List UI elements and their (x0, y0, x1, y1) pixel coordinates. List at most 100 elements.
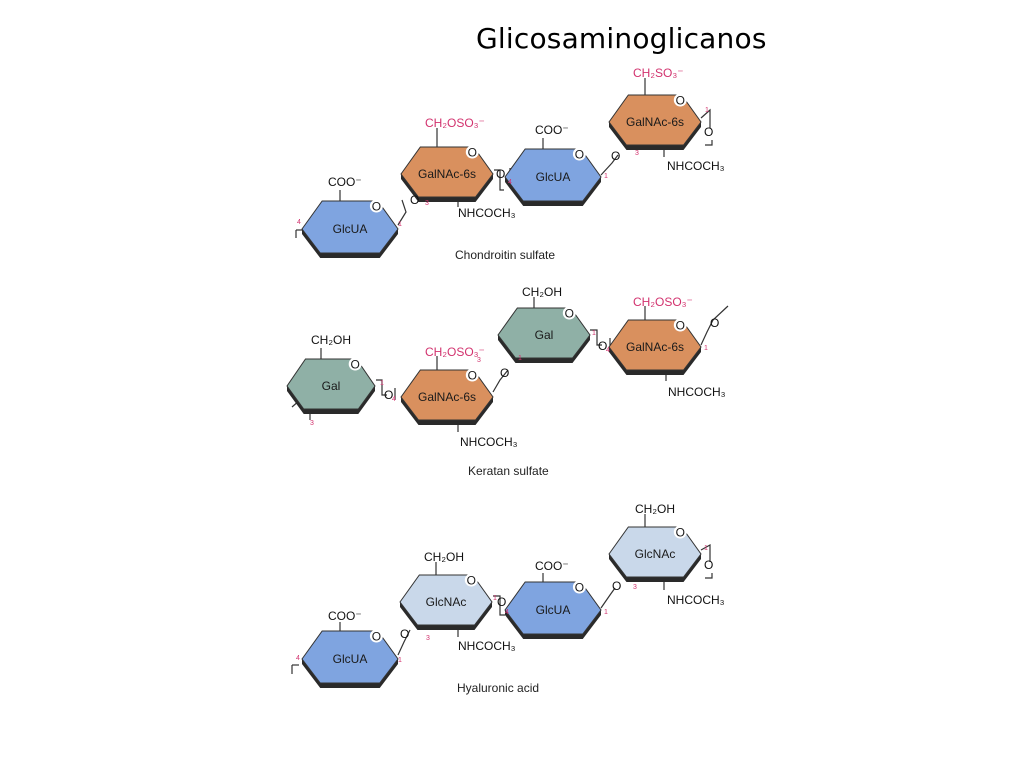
position-1: 1 (398, 221, 402, 228)
ring-oxygen-bg (348, 357, 362, 371)
bond-line (700, 108, 711, 128)
position-1: 1 (705, 107, 709, 114)
ring-oxygen: O (372, 630, 381, 644)
position-1: 1 (493, 595, 497, 602)
slide-title: Glicosaminoglicanos (476, 22, 767, 55)
ring-oxygen: O (372, 200, 381, 214)
ring-oxygen-bg (673, 525, 687, 539)
position-1: 1 (518, 355, 522, 362)
ring-face (301, 200, 399, 254)
bond-line (376, 379, 387, 396)
sugar-label: GlcNAc (426, 595, 467, 609)
position-1: 1 (592, 330, 596, 337)
bond-line (600, 154, 619, 176)
coo-label: COO⁻ (328, 609, 362, 623)
sugar-label: GalNAc-6s (418, 390, 476, 404)
position-1: 1 (704, 345, 708, 352)
glycosidic-oxygen: O (704, 558, 713, 572)
ring-glcua-c1: O GlcUA (301, 199, 399, 258)
glycosidic-oxygen: O (710, 316, 719, 330)
ring-face (608, 319, 702, 371)
caption-keratan: Keratan sulfate (468, 464, 549, 478)
position-4: 4 (505, 609, 509, 616)
position-3: 3 (426, 635, 430, 642)
position-1: 1 (604, 173, 608, 180)
glycosidic-oxygen: O (612, 579, 621, 593)
nhcoch3-label: NHCOCH₃ (460, 435, 518, 449)
ch2oh-label: CH₂OH (635, 502, 675, 516)
bond-line (397, 629, 411, 656)
sugar-label: GalNAc-6s (626, 115, 684, 129)
position-1: 1 (604, 609, 608, 616)
coo-label: COO⁻ (328, 175, 362, 189)
sugar-label: GlcUA (333, 652, 368, 666)
position-4: 4 (297, 219, 301, 226)
position-3: 3 (633, 584, 637, 591)
position-4: 4 (296, 655, 300, 662)
ring-oxygen: O (676, 319, 685, 333)
ring-oxygen-bg (465, 145, 479, 159)
ring-oxygen: O (676, 94, 685, 108)
position-4: 4 (508, 179, 512, 186)
ring-face (399, 574, 493, 626)
ring-oxygen: O (468, 369, 477, 383)
ring-oxygen-bg (572, 147, 586, 161)
bond-line (600, 587, 616, 609)
ring-face (504, 581, 602, 635)
position-1: 1 (704, 545, 708, 552)
nhcoch3-label: NHCOCH₃ (668, 385, 726, 399)
position-3: 3 (310, 420, 314, 427)
glycosidic-oxygen: O (500, 366, 509, 380)
ring-face (608, 94, 702, 146)
ring-glcua-h3: O GlcUA (504, 580, 602, 639)
sugar-label: GlcUA (536, 170, 571, 184)
ring-oxygen-bg (572, 580, 586, 594)
sugar-label: GalNAc-6s (418, 167, 476, 181)
ring-face (504, 148, 602, 202)
ring-oxygen-bg (464, 573, 478, 587)
caption-chondroitin: Chondroitin sulfate (455, 248, 555, 262)
ring-oxygen-bg (369, 629, 383, 643)
ring-gal-k3: O Gal (497, 306, 591, 363)
ch2oso3-label: CH₂OSO₃⁻ (425, 345, 485, 359)
glycosidic-oxygen: O (400, 627, 409, 641)
sugar-label: GlcNAc (635, 547, 676, 561)
ch2oh-label: CH₂OH (522, 285, 562, 299)
ring-galnac-k2: O GalNAc-6s (400, 368, 494, 425)
position-3: 3 (477, 357, 481, 364)
glycosidic-oxygen: O (496, 167, 505, 181)
ring-glcua-h1: O GlcUA (301, 629, 399, 688)
ch2oso3-label: CH₂OSO₃⁻ (633, 295, 693, 309)
position-4: 4 (392, 396, 396, 403)
ring-face (497, 307, 591, 359)
glycosidic-oxygen: O (410, 193, 419, 207)
nhcoch3-label: NHCOCH₃ (667, 593, 725, 607)
nhcoch3-label: NHCOCH₃ (458, 206, 516, 220)
bond-line (700, 543, 711, 562)
ring-oxygen: O (468, 146, 477, 160)
sugar-label: Gal (535, 328, 554, 342)
ring-oxygen: O (565, 307, 574, 321)
glycosidic-oxygen: O (704, 125, 713, 139)
ring-face (301, 630, 399, 684)
sugar-label: Gal (322, 379, 341, 393)
ring-oxygen-bg (562, 306, 576, 320)
ring-oxygen-bg (465, 368, 479, 382)
bond-line (705, 140, 713, 146)
ring-oxygen: O (467, 574, 476, 588)
ring-face (400, 146, 494, 198)
nhcoch3-label: NHCOCH₃ (458, 639, 516, 653)
position-1: 1 (398, 657, 402, 664)
sugar-label: GlcUA (333, 222, 368, 236)
ring-oxygen: O (575, 581, 584, 595)
ring-galnac-c2: O GalNAc-6s (400, 145, 494, 202)
ring-oxygen-bg (369, 199, 383, 213)
sugar-label: GlcUA (536, 603, 571, 617)
bond-line (705, 573, 713, 579)
nhcoch3-label: NHCOCH₃ (667, 159, 725, 173)
position-4: 4 (606, 347, 610, 354)
